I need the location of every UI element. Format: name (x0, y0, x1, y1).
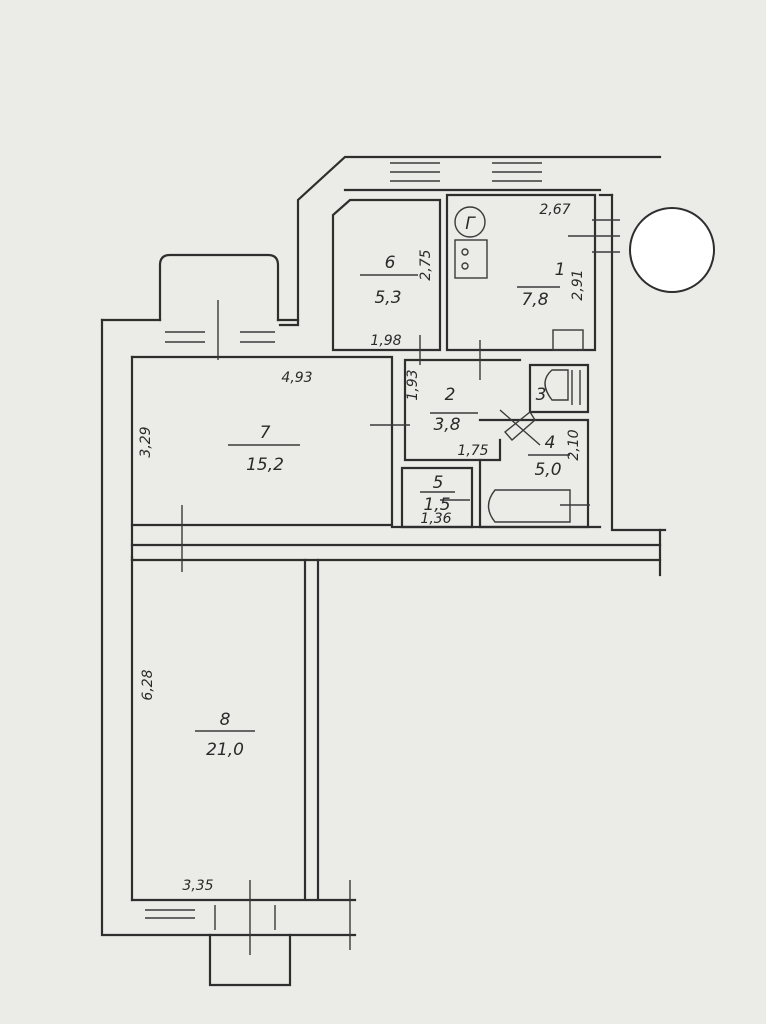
dimension-labels: 2,67 2,91 2,75 1,98 4,93 3,29 1,93 1,75 … (138, 202, 586, 894)
room-5-area: 1,5 (423, 495, 450, 515)
room-6-number: 6 (385, 253, 396, 273)
dim-2-10: 2,10 (566, 429, 582, 460)
fixtures (454, 206, 715, 523)
ventilation-shaft-icon (629, 207, 715, 293)
room-8-number: 8 (220, 710, 231, 730)
room-1-number: 1 (555, 260, 566, 280)
room-4-number: 4 (545, 433, 556, 453)
dim-3-35: 3,35 (182, 878, 213, 894)
dim-1-75: 1,75 (457, 443, 488, 459)
room-7-area: 15,2 (246, 455, 284, 475)
room-2-number: 2 (445, 385, 456, 405)
room-labels: 1 7,8 2 3,8 3 4 5,0 5 1,5 6 5,3 7 15,2 8… (206, 214, 565, 760)
gas-stove-icon (454, 239, 488, 279)
room-4-area: 5,0 (534, 460, 561, 480)
dim-6-28: 6,28 (140, 669, 156, 700)
dim-2-67: 2,67 (539, 202, 570, 218)
bathtub-icon (487, 489, 571, 523)
walls (100, 155, 667, 987)
dim-2-75: 2,75 (418, 249, 434, 280)
dim-4-93: 4,93 (281, 370, 312, 386)
gas-symbol: Г (465, 214, 476, 234)
dim-1-98: 1,98 (370, 333, 401, 349)
room-6-area: 5,3 (374, 288, 401, 308)
room-3-number: 3 (536, 385, 547, 405)
toilet-icon (544, 369, 581, 405)
dim-2-91: 2,91 (570, 269, 586, 300)
dim-1-36: 1,36 (420, 511, 451, 527)
dim-1-93: 1,93 (405, 369, 421, 400)
gas-meter-icon (454, 206, 486, 238)
room-8-area: 21,0 (206, 740, 244, 760)
room-1-area: 7,8 (521, 290, 548, 310)
room-7-number: 7 (260, 423, 271, 443)
sink-icon (552, 329, 584, 351)
dim-3-29: 3,29 (138, 426, 154, 457)
windows-and-doors (145, 162, 620, 955)
fractions (195, 274, 570, 732)
room-5-number: 5 (433, 473, 444, 493)
room-2-area: 3,8 (433, 415, 460, 435)
